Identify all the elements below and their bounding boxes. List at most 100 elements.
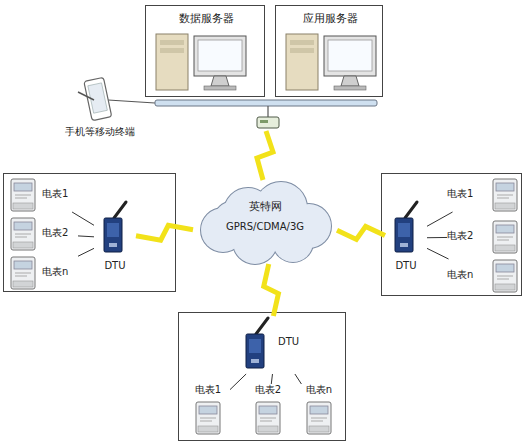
electric-meter: 电表1: [10, 178, 78, 212]
meter-symbol: [493, 260, 517, 292]
electric-meter: 电表n: [297, 384, 341, 438]
dtu-port: [251, 359, 259, 363]
meter-display: [14, 183, 32, 191]
network-wire: [267, 106, 268, 117]
meter-body: [11, 218, 35, 250]
meter-body: [11, 257, 35, 289]
dtu-symbol: [395, 202, 417, 252]
dtu-device: DTU: [94, 200, 136, 276]
meter-detail: [260, 421, 272, 422]
node-label: 电表1: [447, 188, 487, 200]
dtu-symbol: [104, 202, 126, 252]
meter-wire: [427, 248, 449, 259]
meter-body: [11, 179, 35, 211]
dtu-device: DTU: [238, 316, 314, 374]
meter-display: [496, 183, 514, 191]
meter-wire: [72, 212, 94, 225]
dtu-body: [395, 218, 413, 252]
electric-meter: 电表n: [10, 256, 78, 290]
electric-meter: 电表2: [246, 384, 290, 438]
dtu-antenna: [405, 202, 417, 218]
meter-terminal: [495, 245, 515, 251]
wireless-link: [136, 225, 193, 240]
node-label: 电表n: [42, 266, 78, 278]
node-label: 电表1: [186, 384, 230, 396]
wireless-link: [257, 131, 273, 180]
dtu-panel: [107, 223, 119, 237]
meter-terminal: [13, 281, 33, 287]
wireless-link: [337, 226, 385, 239]
meter-display: [496, 264, 514, 272]
dtu-symbol: [246, 318, 268, 368]
node-label: DTU: [278, 336, 314, 348]
meter-wire: [230, 374, 246, 390]
dtu-antenna: [256, 318, 268, 334]
monitor-screen: [328, 40, 372, 71]
drive-slot: [290, 40, 314, 45]
electric-meter: 电表1: [447, 178, 519, 212]
electric-meter: 电表n: [447, 259, 519, 293]
node-label: 电表2: [447, 230, 487, 242]
meter-terminal: [13, 242, 33, 248]
meter-detail: [497, 195, 513, 196]
meter-body: [307, 402, 331, 434]
wireless-link: [264, 264, 279, 316]
monitor-frame: [324, 36, 376, 76]
meter-body: [493, 179, 517, 211]
meter-terminal: [198, 426, 218, 432]
meter-wire: [78, 235, 94, 237]
electric-meter: 电表2: [447, 220, 519, 254]
meter-terminal: [495, 203, 515, 209]
meter-detail: [497, 276, 513, 277]
server-illustration: [156, 34, 246, 90]
meter-detail: [497, 240, 509, 241]
meter-body: [256, 402, 280, 434]
meter-detail: [15, 234, 31, 235]
meter-detail: [311, 421, 323, 422]
electric-meter: 电表2: [10, 217, 78, 251]
meter-detail: [497, 237, 513, 238]
meter-wire: [427, 237, 447, 238]
meter-wire: [427, 212, 453, 226]
meter-terminal: [309, 426, 329, 432]
site-box: [4, 174, 176, 292]
dtu-antenna: [114, 202, 126, 218]
dtu-body: [246, 334, 264, 368]
meter-detail: [15, 198, 27, 199]
node-label: 英特网: [193, 200, 337, 213]
meter-symbol: [11, 257, 35, 289]
meter-detail: [497, 279, 509, 280]
node-label: GPRS/CDMA/3G: [193, 221, 337, 233]
meter-wire: [78, 248, 94, 256]
dtu-panel: [249, 339, 261, 353]
network-wire: [108, 100, 155, 103]
meter-symbol: [256, 402, 280, 434]
meter-display: [14, 222, 32, 230]
server-box: 应用服务器: [275, 5, 383, 97]
dtu-body: [104, 218, 122, 252]
site-box: [179, 313, 346, 441]
monitor-screen: [198, 40, 242, 71]
node-label: DTU: [385, 260, 427, 272]
drive-slot: [160, 40, 184, 45]
meter-detail: [311, 418, 327, 419]
meter-terminal: [13, 203, 33, 209]
node-label: DTU: [94, 260, 136, 272]
network-bus: [155, 100, 377, 106]
node-label: 电表2: [246, 384, 290, 396]
meter-display: [310, 406, 328, 414]
node-label: 应用服务器: [276, 12, 384, 25]
server-box: 数据服务器: [145, 5, 265, 97]
meter-body: [196, 402, 220, 434]
meter-detail: [15, 276, 27, 277]
meter-display: [199, 406, 217, 414]
meter-terminal: [258, 426, 278, 432]
node-label: 电表2: [42, 227, 78, 239]
meter-detail: [260, 418, 276, 419]
node-label: 手机等移动终端: [48, 126, 152, 138]
node-label: 电表1: [42, 188, 78, 200]
node-label: 数据服务器: [146, 12, 266, 25]
monitor-frame: [194, 36, 246, 76]
meter-terminal: [495, 284, 515, 290]
